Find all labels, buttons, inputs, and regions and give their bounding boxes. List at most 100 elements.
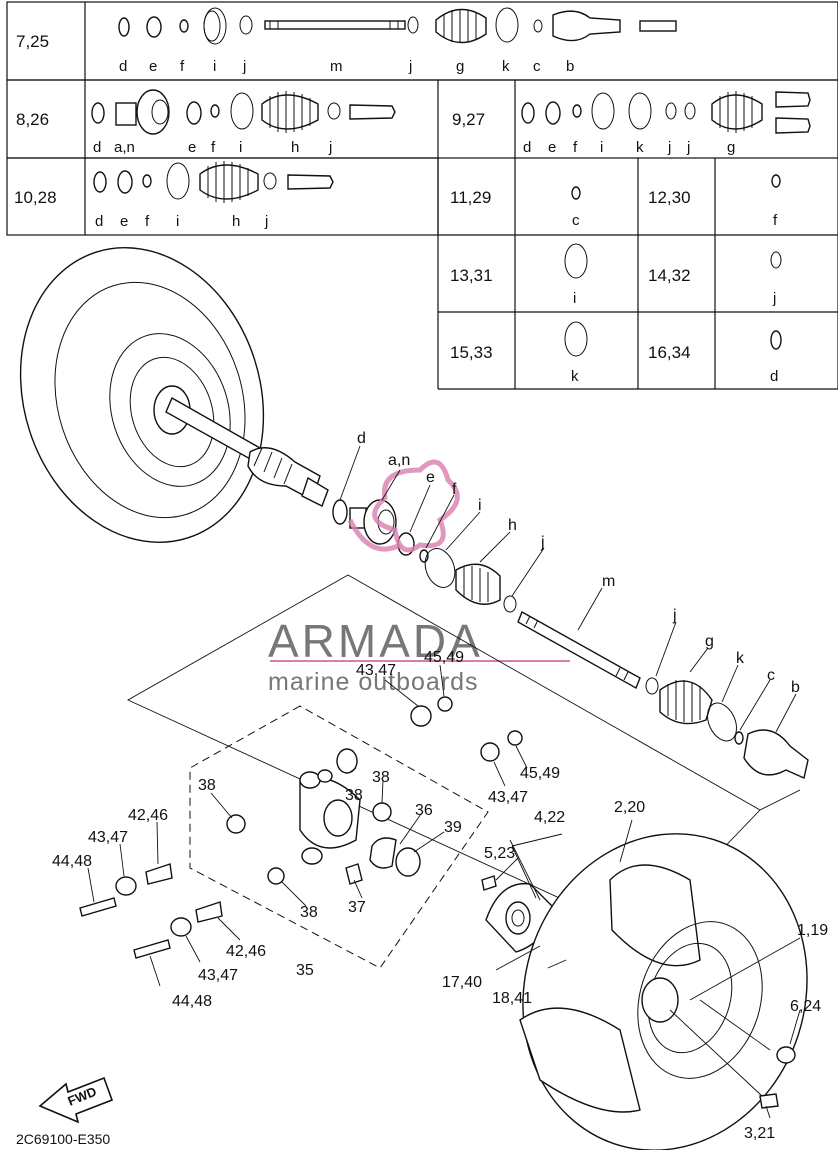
callout-44-48b: 44,48 (172, 993, 212, 1010)
callout-i: i (478, 497, 482, 514)
callout-6-24: 6,24 (790, 998, 821, 1015)
kit-id-13-31: 13,31 (450, 266, 493, 285)
row2b-letter-j2: j (686, 139, 690, 156)
cell-letter-j: j (772, 290, 776, 307)
row1-letter-j: j (242, 58, 246, 75)
row2b-letter-e: e (548, 139, 556, 156)
callout-d: d (357, 430, 366, 447)
row1-letter-b: b (566, 58, 574, 75)
kit-id-11-29: 11,29 (450, 188, 491, 207)
kit-row2b-parts (521, 91, 811, 134)
callout-43-47a: 43,47 (356, 662, 396, 679)
callout-44-48a: 44,48 (52, 853, 92, 870)
drive-shaft-assembly (165, 397, 329, 507)
callout-j: j (540, 534, 545, 551)
callout-m: m (602, 573, 615, 590)
rear-wheel-upper (19, 247, 265, 543)
row2-letter-h: h (291, 139, 299, 156)
row1-letter-j2: j (408, 58, 412, 75)
row2b-letter-d: d (523, 139, 531, 156)
callout-38c: 38 (372, 769, 390, 786)
row3-letter-f: f (145, 213, 150, 230)
callout-43-47b: 43,47 (88, 829, 128, 846)
callout-38a: 38 (198, 777, 216, 794)
callout-an: a,n (388, 452, 410, 469)
callout-h: h (508, 517, 517, 534)
callout-37: 37 (348, 899, 366, 916)
knuckle-leaders (87, 664, 528, 987)
watermark-title: ARMADA (268, 615, 483, 667)
callout-43-47c: 43,47 (488, 789, 528, 806)
callout-3-21: 3,21 (744, 1125, 775, 1142)
callout-35: 35 (296, 962, 314, 979)
callout-43-47d: 43,47 (198, 967, 238, 984)
row1-letter-k: k (502, 58, 510, 75)
callout-42-46b: 42,46 (226, 943, 266, 960)
row1-letter-f: f (180, 58, 185, 75)
row1-letter-g: g (456, 58, 464, 75)
callout-45-49b: 45,49 (520, 765, 560, 782)
row1-letter-e: e (149, 58, 157, 75)
cell-letter-i: i (573, 290, 576, 307)
knuckle-assembly (79, 696, 523, 959)
callout-b: b (791, 679, 800, 696)
kit-row2-letters: d a,n e f i h j (93, 139, 332, 156)
kit-table (6, 1, 838, 390)
kit-id-7-25: 7,25 (16, 32, 49, 51)
callout-17-40: 17,40 (442, 974, 482, 991)
row3-letter-h: h (232, 213, 240, 230)
kit-row1-parts (118, 7, 677, 45)
row3-letter-d: d (95, 213, 103, 230)
row2-letter-d: d (93, 139, 101, 156)
callout-5-23: 5,23 (484, 845, 515, 862)
row3-letter-i: i (176, 213, 179, 230)
callout-k: k (736, 650, 745, 667)
kit-row2-parts (91, 89, 396, 135)
cell-letter-k: k (571, 368, 579, 385)
row3-letter-e: e (120, 213, 128, 230)
callout-j2: j (672, 607, 677, 624)
row2-letter-f: f (211, 139, 216, 156)
kit-id-14-32: 14,32 (648, 266, 691, 285)
kit-id-9-27: 9,27 (452, 110, 485, 129)
kit-row2b-letters: d e f i k j j g (523, 139, 735, 156)
callout-f: f (452, 481, 457, 498)
dashed-group-35 (189, 705, 489, 969)
upper-leaders (339, 445, 797, 733)
diagram-code: 2C69100-E350 (16, 1131, 110, 1147)
callout-38d: 38 (300, 904, 318, 921)
hub-leaders (495, 819, 801, 1119)
row2-letter-e: e (188, 139, 196, 156)
exploded-parts-upper (332, 499, 809, 779)
row2b-letter-i: i (600, 139, 603, 156)
fwd-arrow-icon: FWD (38, 1076, 114, 1124)
kit-row3-letters: d e f i h j (95, 213, 268, 230)
row1-letter-m: m (330, 58, 343, 75)
kit-id-12-30: 12,30 (648, 188, 691, 207)
row2b-letter-j: j (667, 139, 671, 156)
callout-39: 39 (444, 819, 462, 836)
kit-id-15-33: 15,33 (450, 343, 493, 362)
callout-42-46a: 42,46 (128, 807, 168, 824)
kit-single-parts (564, 174, 782, 357)
kit-id-16-34: 16,34 (648, 343, 691, 362)
row1-letter-i: i (213, 58, 216, 75)
kit-id-8-26: 8,26 (16, 110, 49, 129)
kit-row1-letters: d e f i j m j g k c b (119, 58, 574, 75)
cell-letter-f: f (773, 212, 778, 229)
row2-letter-an: a,n (114, 139, 135, 156)
callout-36: 36 (415, 802, 433, 819)
cell-letter-c: c (572, 212, 580, 229)
callout-2-20: 2,20 (614, 799, 645, 816)
kit-row3-parts (93, 161, 334, 203)
frame-extension (759, 789, 801, 811)
row2b-letter-f: f (573, 139, 578, 156)
callout-e: e (426, 469, 435, 486)
row1-letter-d: d (119, 58, 127, 75)
row1-letter-c: c (533, 58, 541, 75)
callout-c: c (767, 667, 775, 684)
row2-letter-j: j (328, 139, 332, 156)
callout-18-41: 18,41 (492, 990, 532, 1007)
